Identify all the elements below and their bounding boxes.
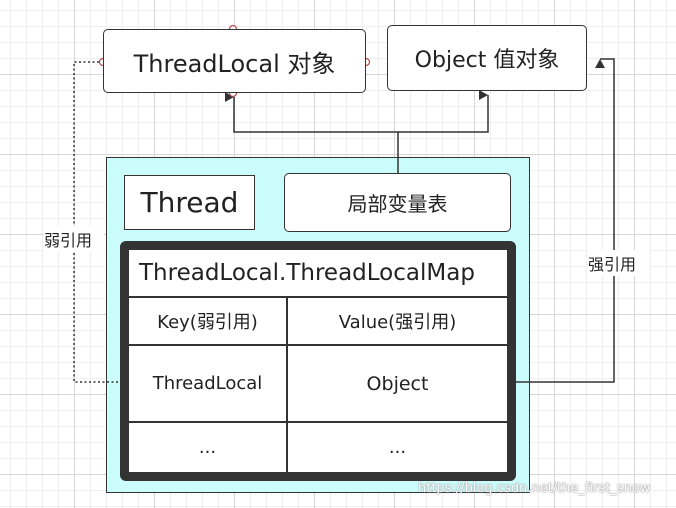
local-var-table-label: 局部变量表 [347, 192, 448, 216]
table-cell-key: ... [129, 423, 288, 472]
table-header-key: Key(弱引用) [129, 298, 288, 344]
weak-ref-label: 弱引用 [44, 226, 104, 252]
threadlocal-object-box[interactable]: ThreadLocal 对象 [103, 29, 366, 93]
threadlocalmap-title-text: ThreadLocal.ThreadLocalMap [139, 260, 475, 286]
table-header-value: Value(强引用) [338, 312, 457, 333]
strong-ref-label: 强引用 [588, 250, 650, 276]
strong-ref-line [514, 58, 615, 383]
weak-ref-line [73, 61, 127, 383]
threadlocal-object-label: ThreadLocal 对象 [133, 49, 336, 78]
threadlocalmap-inner: ThreadLocal.ThreadLocalMap Key(弱引用) Valu… [129, 250, 507, 472]
table-cell-value: ... [388, 437, 407, 458]
table-cell-value: Object [366, 372, 429, 395]
thread-label: Thread [140, 186, 239, 219]
table-row: ThreadLocal Object [129, 346, 507, 423]
watermark: https://blog.csdn.net/the_first_snow [418, 481, 651, 496]
thread-label-box[interactable]: Thread [124, 175, 255, 230]
table-cell-key: ThreadLocal [129, 346, 288, 421]
object-value-label: Object 值对象 [414, 48, 560, 73]
threadlocalmap[interactable]: ThreadLocal.ThreadLocalMap Key(弱引用) Valu… [120, 241, 516, 481]
object-value-box[interactable]: Object 值对象 [387, 25, 587, 91]
local-var-table-box[interactable]: 局部变量表 [284, 173, 511, 232]
table-row: ... ... [129, 423, 507, 472]
ref-line-to-object [398, 90, 489, 133]
threadlocalmap-title: ThreadLocal.ThreadLocalMap [129, 250, 507, 298]
ref-line-to-threadlocal [225, 92, 399, 173]
table-header-row: Key(弱引用) Value(强引用) [129, 298, 507, 346]
